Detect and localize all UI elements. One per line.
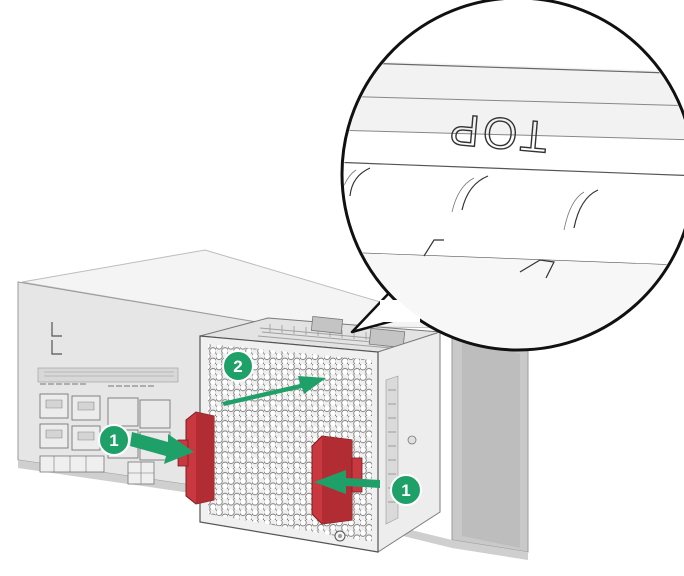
top-marking-label: TOP: [444, 104, 550, 162]
step-number: 2: [233, 357, 242, 376]
led-indicator-block: [39, 455, 155, 485]
press-arrow-left: [130, 432, 194, 464]
zoom-callout: TOP: [340, 0, 684, 352]
ethernet-ports: [39, 393, 101, 451]
step-badge-2: 2: [222, 350, 254, 382]
step-badge-1-right: 1: [390, 474, 422, 506]
step-number: 1: [109, 431, 118, 450]
press-arrow-right: [314, 470, 380, 494]
step-number: 1: [401, 481, 410, 500]
push-arrow: [222, 376, 326, 406]
step-badge-1-left: 1: [98, 424, 130, 456]
